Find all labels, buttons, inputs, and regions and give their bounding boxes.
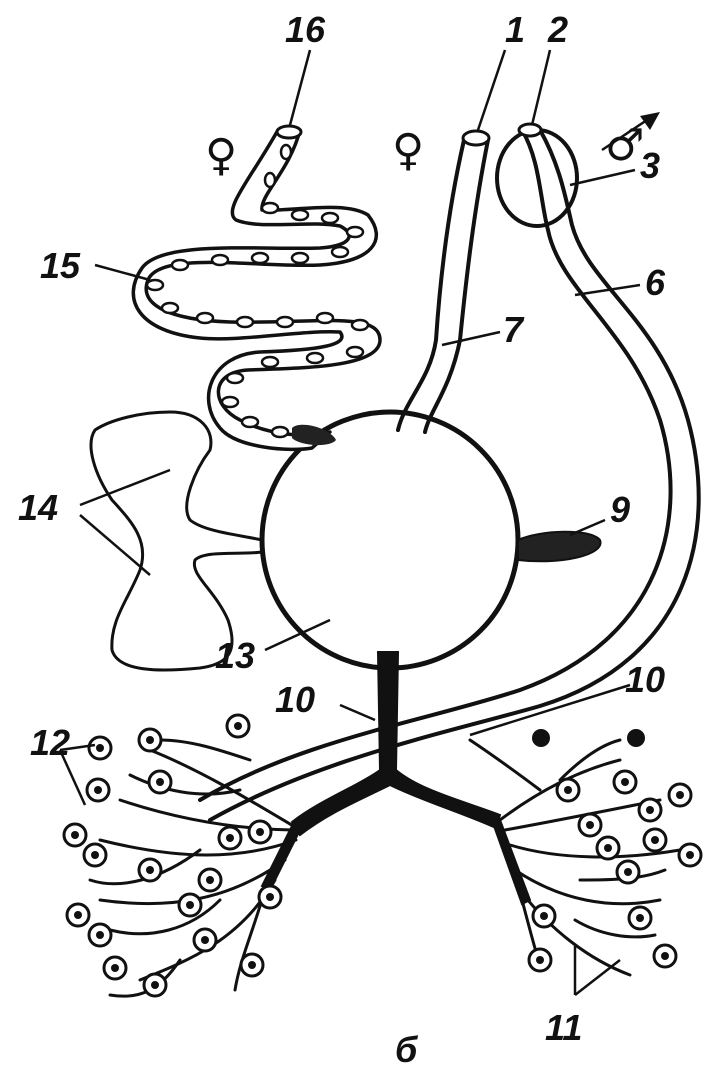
label-10-left: 10 — [275, 679, 315, 720]
label-3: 3 — [640, 145, 660, 186]
label-14: 14 — [18, 487, 58, 528]
label-1: 1 — [505, 9, 525, 50]
coiled-oviduct — [133, 126, 380, 449]
label-16: 16 — [285, 9, 326, 50]
label-6: 6 — [645, 262, 666, 303]
receptacle-9 — [518, 532, 601, 562]
label-13: 13 — [215, 635, 255, 676]
irregular-sac-14 — [91, 412, 262, 670]
male-symbol: ♂ — [605, 120, 644, 171]
label-15: 15 — [40, 245, 81, 286]
label-2: 2 — [547, 9, 568, 50]
female-symbol-right: ♀ — [392, 125, 424, 176]
label-10-right: 10 — [625, 659, 665, 700]
figure-caption: б — [395, 1029, 419, 1068]
left-gland-cluster — [64, 715, 300, 996]
female-symbol-left: ♀ — [205, 130, 237, 181]
label-7: 7 — [503, 309, 525, 350]
oviduct-duct — [398, 131, 489, 432]
label-11: 11 — [545, 1007, 582, 1048]
label-12: 12 — [30, 722, 70, 763]
label-9: 9 — [610, 489, 630, 530]
